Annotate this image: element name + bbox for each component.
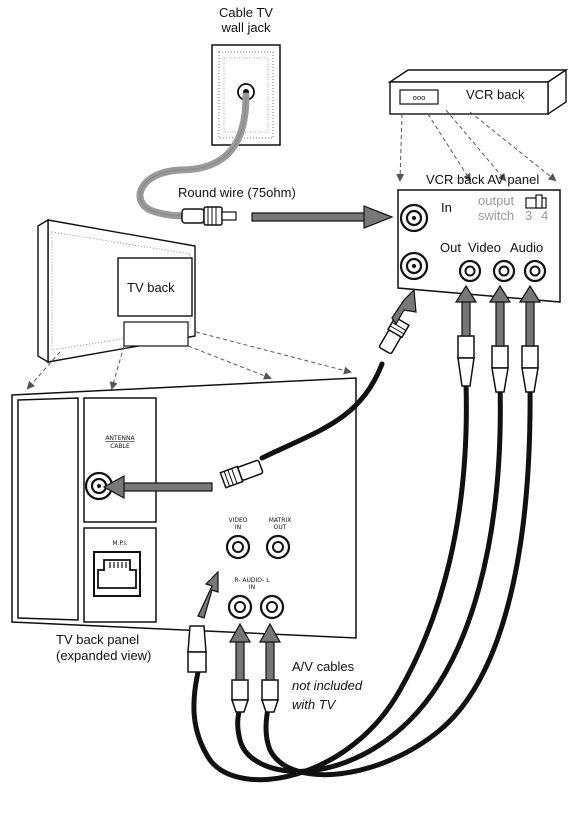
av-cables-label-line2: not included bbox=[292, 678, 363, 693]
cable-label: CABLE bbox=[110, 443, 130, 450]
antenna-label: ANTENNA bbox=[105, 435, 135, 442]
tv-back-label: TV back bbox=[127, 280, 175, 295]
tv-audio-l-jack bbox=[259, 594, 285, 620]
arrow-to-vcr-out bbox=[391, 288, 417, 326]
coax-vcr-to-tv bbox=[259, 361, 385, 461]
coax-connector-tv-end bbox=[219, 459, 264, 489]
arrow-to-vcr-in bbox=[251, 205, 394, 229]
rca-plugs-vcr-side bbox=[454, 284, 542, 393]
output-switch-label-line2: switch bbox=[478, 208, 514, 223]
vcr-av-panel: VCR back AV panel In Out output switch 3… bbox=[397, 172, 561, 303]
tv-projection-lines bbox=[26, 331, 352, 390]
vcr-panel-label: VCR back AV panel bbox=[426, 172, 539, 187]
vcr-out-connector bbox=[399, 251, 429, 281]
tv-back-unit: TV back bbox=[37, 218, 196, 364]
rca-plug-video-vcr bbox=[454, 284, 478, 387]
output-switch-label-line1: output bbox=[478, 193, 515, 208]
vcr-audio-l-jack bbox=[523, 259, 547, 283]
tv-audio-r-jack bbox=[227, 594, 253, 620]
tv-back-panel: ANTENNA CABLE M.P.I. VIDEO IN MATRIX OUT… bbox=[11, 377, 357, 639]
vcr-out-label: Out bbox=[440, 240, 461, 255]
round-wire-cable bbox=[136, 92, 250, 220]
tv-video-in-jack bbox=[225, 534, 251, 560]
matrix-out-label-line1: MATRIX bbox=[269, 517, 292, 524]
channel-3-label: 3 bbox=[525, 208, 532, 223]
rca-plug-audio-l-vcr bbox=[518, 284, 542, 393]
rca-plug-video-tv bbox=[187, 570, 219, 673]
av-cables-label-line1: A/V cables bbox=[292, 659, 355, 674]
vcr-video-label: Video bbox=[468, 240, 501, 255]
av-cables bbox=[191, 381, 533, 782]
audio-in-label-line1: R- AUDIO- L bbox=[234, 577, 270, 584]
vcr-in-label: In bbox=[441, 200, 452, 215]
vcr-back-label: VCR back bbox=[466, 87, 525, 102]
rca-plug-audio-r-vcr bbox=[488, 284, 512, 393]
cable-tv-label-line2: wall jack bbox=[220, 20, 271, 35]
matrix-out-label-line2: OUT bbox=[274, 524, 287, 531]
mpi-port-icon bbox=[93, 551, 141, 597]
rca-plug-audio-l-tv bbox=[258, 622, 282, 713]
vcr-display-text: ooo bbox=[413, 94, 426, 102]
rca-plugs-tv-side bbox=[187, 570, 282, 713]
vcr-audio-label: Audio bbox=[510, 240, 543, 255]
tv-panel-label-line2: (expanded view) bbox=[56, 648, 151, 663]
tv-antenna-connector bbox=[84, 471, 114, 501]
arrow-to-tv-antenna bbox=[102, 474, 213, 500]
video-in-label-line1: VIDEO bbox=[228, 517, 247, 524]
coax-connector-vcr-end bbox=[378, 316, 410, 355]
tv-matrix-out-jack bbox=[265, 534, 291, 560]
vcr-display bbox=[399, 89, 439, 105]
vcr-in-connector bbox=[399, 203, 429, 233]
vcr-unit: ooo VCR back bbox=[387, 68, 569, 116]
vcr-audio-r-jack bbox=[492, 259, 516, 283]
f-connector-round-wire bbox=[181, 206, 237, 226]
cable-tv-wall-jack: Cable TV wall jack bbox=[211, 5, 281, 146]
vcr-video-out-jack bbox=[458, 259, 482, 283]
av-cables-label-line3: with TV bbox=[292, 697, 337, 712]
cable-tv-label-line1: Cable TV bbox=[219, 5, 273, 20]
channel-4-label: 4 bbox=[541, 208, 548, 223]
antenna-cable-box bbox=[83, 397, 157, 523]
vcr-projection-lines bbox=[396, 109, 557, 182]
mpi-label: M.P.I. bbox=[112, 540, 127, 547]
round-wire-label: Round wire (75ohm) bbox=[178, 185, 296, 200]
audio-in-label-line2: IN bbox=[249, 584, 255, 591]
video-in-label-line2: IN bbox=[235, 524, 241, 531]
tv-panel-label-line1: TV back panel bbox=[56, 632, 139, 647]
rca-plug-audio-r-tv bbox=[228, 622, 252, 713]
